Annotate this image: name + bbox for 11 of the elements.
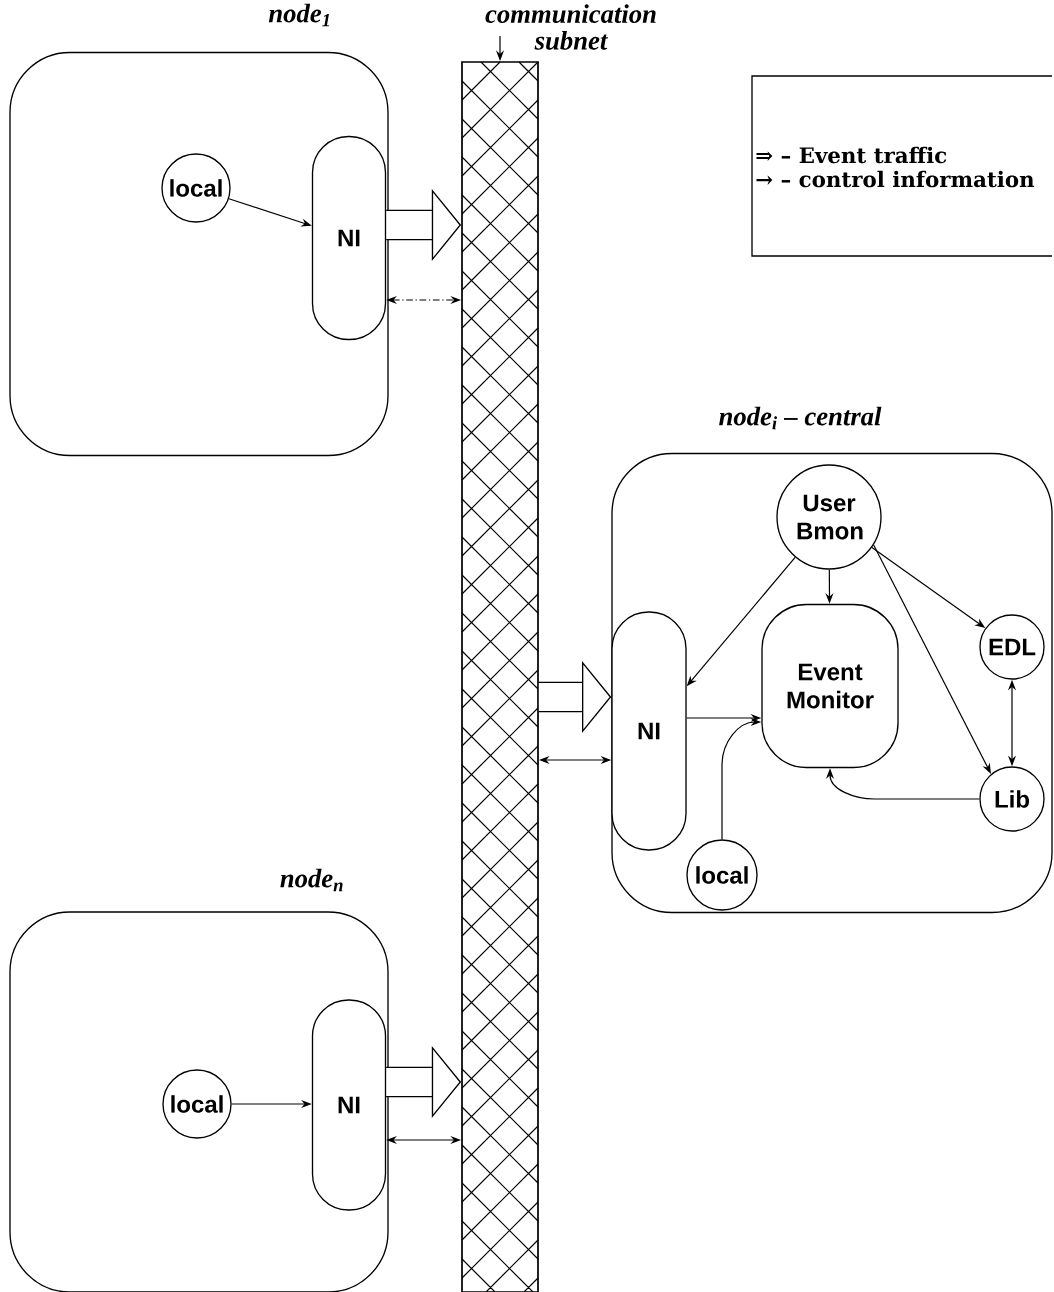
monitor-box: Event Monitor: [761, 603, 899, 769]
legend-text: ⇒ – Event traffic: [756, 146, 947, 164]
interface-pill: NI: [311, 135, 387, 341]
node-label: node$_{i}$ – central: [719, 406, 882, 430]
legend-text: → – control information: [756, 170, 1035, 188]
node-label: node$_{1}$: [268, 3, 330, 27]
node-label: node$_{n}$: [280, 868, 343, 892]
subnet-label: communication subnet: [485, 4, 656, 50]
hatched-bar: [461, 61, 539, 1292]
arrow: [873, 544, 991, 774]
interface-pill: NI: [311, 999, 387, 1211]
